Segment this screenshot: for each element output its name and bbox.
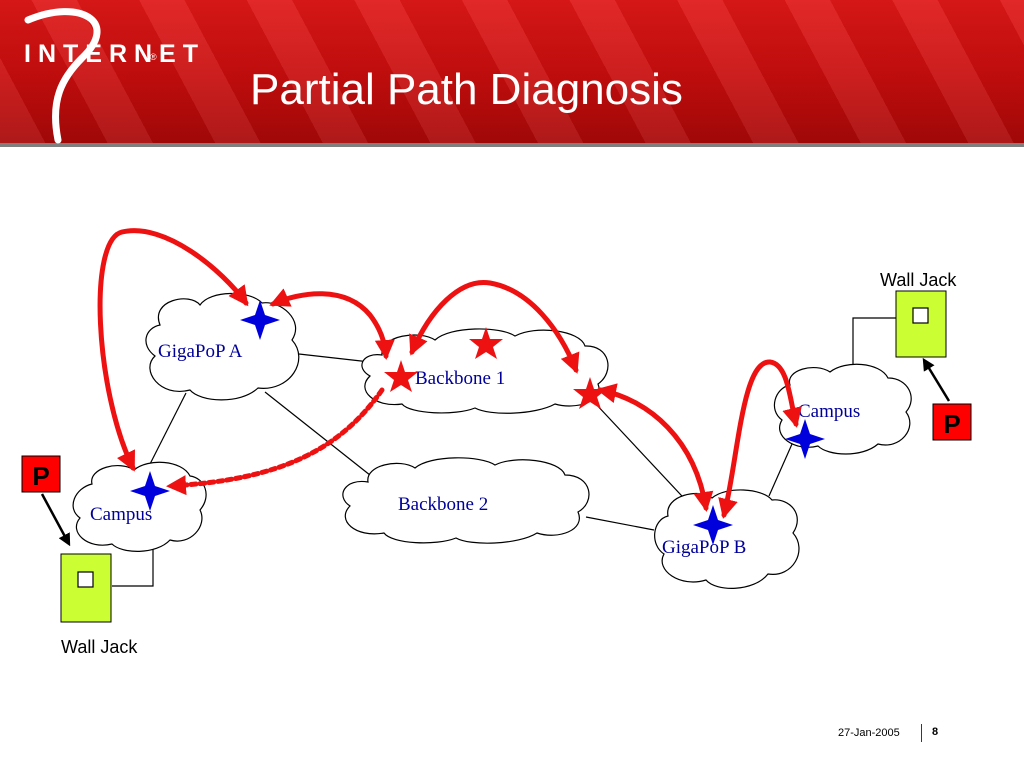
link-campus-walljack-right [852, 317, 896, 370]
link-gigapopa-backbone1 [289, 352, 371, 363]
link-backbone2-gigapopb [585, 516, 655, 531]
path-gigapopa-to-backbone1 [269, 288, 395, 360]
slide-title: Partial Path Diagnosis [250, 65, 683, 114]
host-star-icon [693, 505, 733, 545]
title-banner: INTERNET Partial Path Diagnosis [0, 0, 1024, 143]
probe-arrow-left [40, 493, 71, 547]
probe-label-right: P [943, 409, 960, 439]
banner-texture [0, 0, 1024, 143]
wall-jack-left [60, 553, 112, 623]
logo-numeral-2 [24, 8, 101, 144]
cloud-label-campus-right: Campus [798, 401, 860, 422]
internet2-logo-text: INTERNET [24, 40, 205, 68]
clouds [72, 292, 912, 589]
header-rule [0, 143, 1024, 147]
path-dotted-backbone1-to-campus [166, 387, 385, 496]
probe-box-left: P [21, 455, 61, 493]
host-stars [130, 300, 825, 545]
wall-jack-label-left: Wall Jack [61, 637, 138, 657]
footer-date: 27-Jan-2005 [838, 727, 900, 739]
wall-jack-right [895, 290, 947, 358]
path-campus-to-gigapopa [97, 228, 249, 472]
page-number: 8 [932, 726, 939, 738]
measurement-star-icon [469, 327, 503, 359]
probe-box-right: P [932, 403, 972, 441]
probe-arrow-right [922, 357, 951, 402]
probe-label-left: P [32, 461, 49, 491]
host-star-icon [240, 300, 280, 340]
logo-registered-mark: ® [150, 52, 157, 62]
footer-separator [921, 724, 922, 742]
measurement-paths [97, 228, 802, 519]
cloud-backbone-2 [342, 457, 590, 544]
cloud-label-campus-left: Campus [90, 504, 152, 525]
cloud-label-backbone-1: Backbone 1 [415, 368, 505, 389]
link-backbone1-gigapopb [593, 401, 696, 511]
measurement-stars [384, 327, 607, 409]
link-gigapopa-campus [147, 392, 187, 469]
cloud-label-gigapop-b: GigaPoP B [662, 537, 746, 558]
cloud-label-backbone-2: Backbone 2 [398, 494, 488, 515]
link-gigapopa-backbone2 [264, 391, 381, 484]
path-backbone1-internal [409, 280, 580, 374]
path-gigapopb-to-campus [718, 359, 802, 519]
host-star-icon [785, 419, 825, 459]
jack-port-icon [912, 307, 929, 324]
measurement-star-icon [384, 360, 418, 392]
jack-port-icon [77, 571, 94, 588]
measurement-star-icon [573, 377, 607, 409]
path-backbone1-to-gigapopb [596, 383, 714, 512]
cloud-label-gigapop-a: GigaPoP A [158, 341, 243, 362]
internet2-logo: ® [24, 8, 157, 144]
link-campus-walljack-left [112, 548, 154, 587]
wall-jack-label-right: Wall Jack [880, 270, 957, 290]
host-star-icon [130, 471, 170, 511]
